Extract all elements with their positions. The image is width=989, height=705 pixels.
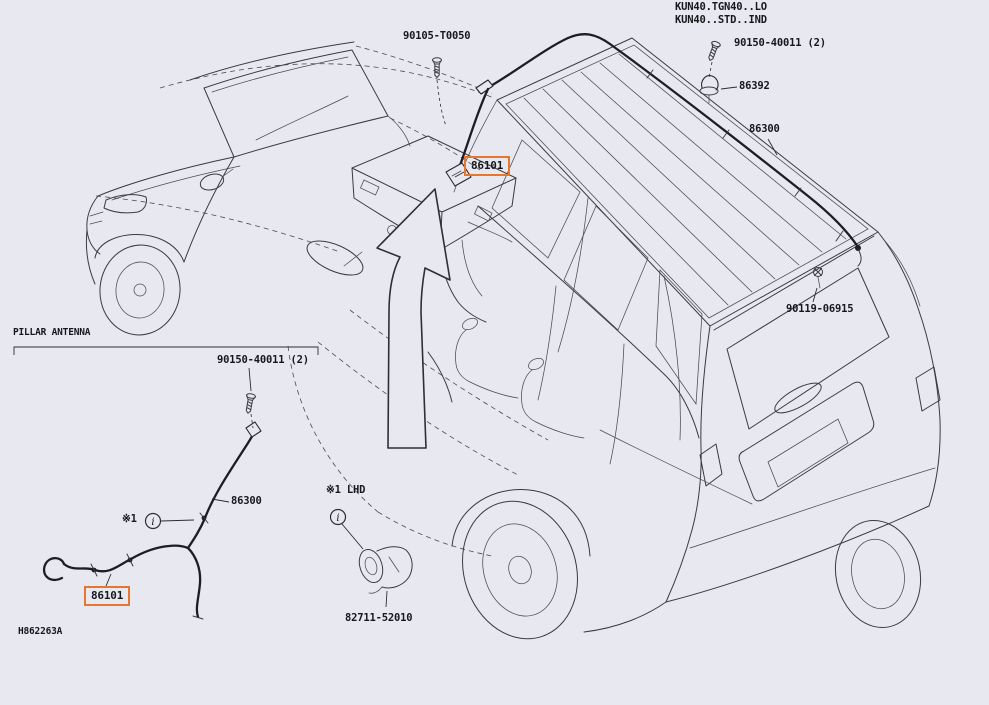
highlighted-part-86101-center[interactable]: 86101 xyxy=(464,156,511,177)
rear-left-wheel xyxy=(462,500,578,640)
antenna-base-part xyxy=(699,75,719,104)
highlighted-part-86101-left[interactable]: 86101 xyxy=(84,586,131,607)
info-symbol-bottom: i xyxy=(329,508,347,526)
screw-icon-left xyxy=(243,392,257,415)
pillar-antenna-assembly xyxy=(42,421,262,620)
seats xyxy=(455,317,585,439)
fasteners xyxy=(243,39,823,415)
info-symbol-left-glyph: i xyxy=(151,517,154,528)
part-label-cable-left: 86300 xyxy=(231,495,262,507)
section-title: PILLAR ANTENNA xyxy=(13,327,91,338)
part-label-cable-right: 86300 xyxy=(749,123,780,135)
vehicle-front-view xyxy=(85,41,411,336)
variant-code-line2: KUN40..STD..IND xyxy=(675,14,767,26)
vehicle-rear-view xyxy=(427,37,941,640)
bolt-icon-right xyxy=(813,267,823,289)
locator-arrow xyxy=(376,188,451,449)
part-label-bolt-right: 90119-06915 xyxy=(786,303,854,315)
clip-part-detail xyxy=(358,546,413,594)
rear-right-wheel xyxy=(834,519,922,629)
part-label-screw-left: 90150-40011 (2) xyxy=(217,354,309,366)
part-label-screw-top-right: 90150-40011 (2) xyxy=(734,37,826,49)
note-ref-left: ※1 xyxy=(122,513,137,525)
front-wheel xyxy=(99,244,181,336)
info-symbol-bottom-glyph: i xyxy=(336,513,339,524)
part-label-clip-detail: 82711-52010 xyxy=(345,612,413,624)
side-mirror xyxy=(199,168,234,191)
roof-ribs xyxy=(523,53,847,306)
screw-icon-top-right xyxy=(705,39,722,63)
pillar-antenna-section-bracket xyxy=(13,346,319,355)
drawing-code: H862263A xyxy=(18,626,63,637)
steering-wheel xyxy=(306,240,364,276)
part-label-antenna-base: 86392 xyxy=(739,80,770,92)
part-label-bolt-top: 90105-T0050 xyxy=(403,30,471,42)
screw-icon-top xyxy=(432,57,442,78)
variant-code-line1: KUN40.TGN40..LO xyxy=(675,1,767,13)
info-symbol-left: i xyxy=(144,512,162,530)
leader-lines xyxy=(105,61,818,608)
note-ref-lhd: ※1 LHD xyxy=(326,484,366,496)
construction-lines xyxy=(95,45,549,557)
interior-dashboard-view xyxy=(306,135,585,439)
roof-antenna-cable xyxy=(475,33,862,267)
